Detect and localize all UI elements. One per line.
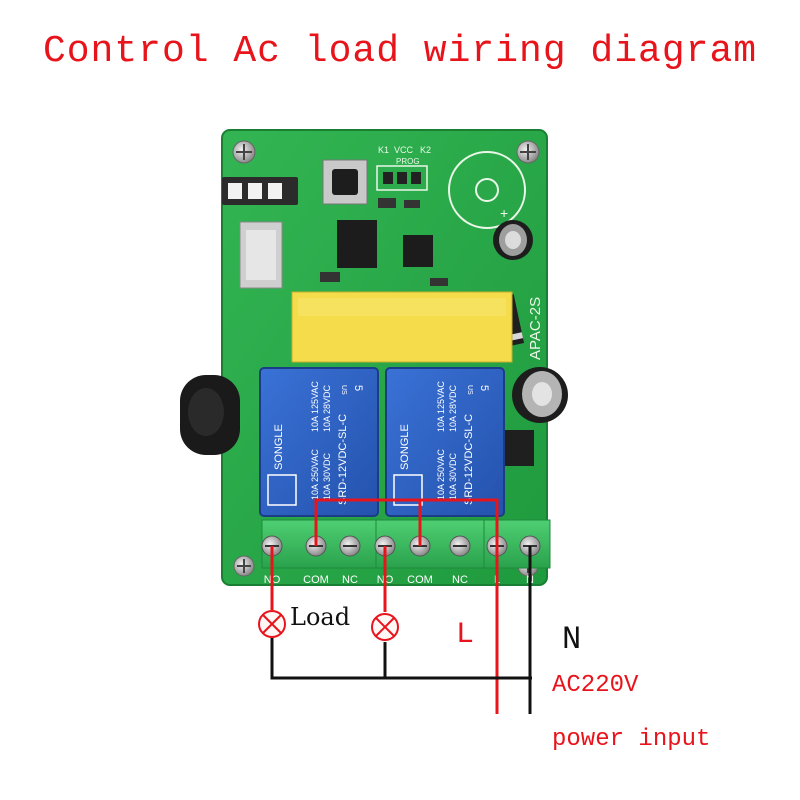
learn-button — [322, 159, 368, 205]
silk-label-prog: PROG — [396, 157, 420, 166]
wiring — [258, 498, 532, 714]
relay-2-rating-3: 10A 125VAC — [436, 381, 446, 432]
lamp-2-icon — [371, 613, 399, 641]
relay-2-rating-4: 10A 28VDC — [448, 384, 458, 432]
pcb-board: K1 VCC PROG K2 + — [180, 129, 568, 586]
power-input-label: power input — [552, 726, 710, 753]
pin-header — [222, 177, 298, 205]
live-wire-com-bus — [314, 498, 499, 714]
board-model-label: APAC-2S — [527, 297, 544, 360]
relay-1-part: SRD-12VDC-SL-C — [337, 414, 349, 505]
line-label: L — [456, 618, 474, 652]
capacitor-small — [493, 220, 533, 260]
relay-1-voltage: 5 — [352, 385, 364, 391]
antenna-coil — [180, 375, 240, 455]
silk-top-labels: K1 VCC PROG K2 — [376, 145, 431, 191]
relay-2-us: US — [466, 385, 473, 395]
mount-screw-top-left — [232, 140, 256, 164]
lamp-1-icon — [258, 610, 286, 638]
svg-text:+: + — [500, 205, 508, 221]
terminal-screw-6 — [449, 535, 471, 557]
relay-1-rating-1: 10A 250VAC — [310, 449, 320, 500]
neutral-wire-l1 — [270, 638, 532, 680]
ic-chips — [320, 198, 448, 286]
x2-capacitor — [291, 291, 513, 363]
terminal-label-6: NC — [452, 574, 468, 586]
silk-label-k2: K2 — [420, 145, 431, 155]
terminal-label-3: NC — [342, 574, 358, 586]
relay-2-rating-2: 10A 30VDC — [448, 452, 458, 500]
relay-1-rating-3: 10A 125VAC — [310, 381, 320, 432]
terminal-label-5: COM — [407, 574, 433, 586]
diagram-title: Control Ac load wiring diagram — [42, 30, 758, 73]
relay-2-rating-1: 10A 250VAC — [436, 449, 446, 500]
neutral-label: N — [562, 621, 581, 658]
load-label: Load — [290, 603, 350, 631]
voltage-label: AC220V — [552, 672, 639, 699]
relay-1-rating-4: 10A 28VDC — [322, 384, 332, 432]
relay-2-part: SRD-12VDC-SL-C — [463, 414, 475, 505]
bridge-rectifier — [502, 430, 534, 466]
mount-screw-top-right — [516, 140, 540, 164]
capacitor-large — [512, 367, 568, 423]
terminal-label-2: COM — [303, 574, 329, 586]
relay-1: SONGLE 10A 250VAC 10A 30VDC 10A 125VAC 1… — [259, 367, 379, 517]
relay-1-us: US — [340, 385, 347, 395]
relay-2: SONGLE 10A 250VAC 10A 30VDC 10A 125VAC 1… — [385, 367, 505, 517]
buzzer: + — [448, 151, 526, 229]
relay-1-brand: SONGLE — [273, 424, 285, 470]
crystal — [239, 221, 283, 289]
relay-2-brand: SONGLE — [399, 424, 411, 470]
terminal-screw-3 — [339, 535, 361, 557]
relay-2-voltage: 5 — [478, 385, 490, 391]
relay-1-rating-2: 10A 30VDC — [322, 452, 332, 500]
silk-label-vcc: VCC — [394, 145, 414, 155]
mount-screw-bottom-left — [233, 555, 255, 577]
silk-label-k1: K1 — [378, 145, 389, 155]
